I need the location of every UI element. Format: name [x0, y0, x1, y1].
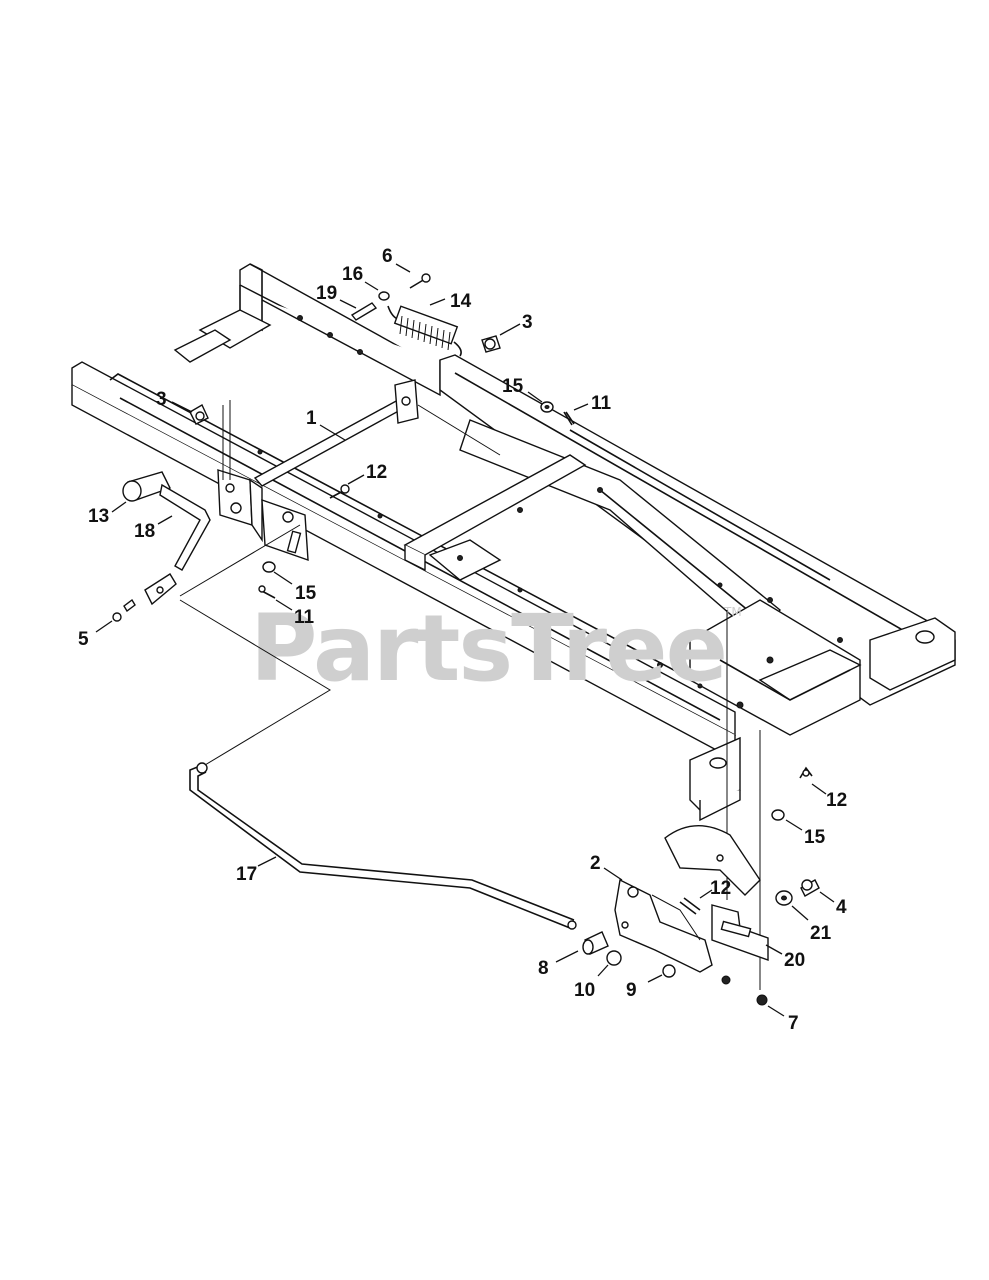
part-2-front-bracket	[614, 878, 713, 973]
callout-label: 18	[134, 521, 155, 542]
callout-11-upper[interactable]: 11	[573, 393, 612, 414]
callout-17[interactable]: 17	[236, 856, 277, 885]
callout-18[interactable]: 18	[134, 515, 173, 542]
callout-3-upper[interactable]: 3	[499, 312, 533, 336]
callout-label: 15	[295, 583, 317, 604]
callout-16[interactable]: 16	[342, 264, 379, 291]
callout-label: 12	[710, 878, 731, 899]
callout-label: 21	[810, 923, 832, 944]
callout-label: 20	[784, 950, 805, 971]
callout-label: 3	[156, 389, 167, 410]
part-9-nut	[662, 964, 676, 978]
callout-21[interactable]: 21	[791, 905, 832, 944]
callout-12-right[interactable]: 12	[811, 783, 847, 811]
watermark: PartsTree TM	[250, 595, 742, 702]
callout-label: 19	[316, 283, 337, 304]
part-3-bolt-left	[189, 404, 209, 425]
callout-label: 12	[366, 462, 387, 483]
callout-15-upper[interactable]: 15	[502, 376, 543, 403]
callout-label: 17	[236, 864, 257, 885]
callout-label: 7	[788, 1013, 799, 1034]
callout-label: 15	[502, 376, 524, 397]
part-10-nut	[606, 950, 622, 966]
callout-label: 15	[804, 827, 826, 848]
callout-label: 1	[306, 408, 317, 429]
callout-13[interactable]: 13	[88, 501, 127, 527]
callout-6[interactable]: 6	[382, 246, 411, 273]
callout-label: 4	[836, 897, 847, 918]
callout-label: 8	[538, 958, 549, 979]
callout-7[interactable]: 7	[767, 1005, 799, 1034]
callouts: 6 16 19 14 3 15 11 3	[78, 246, 847, 1034]
part-4-bolt	[800, 879, 820, 897]
callout-19[interactable]: 19	[316, 283, 357, 309]
part-7-nut	[721, 975, 768, 1006]
callout-label: 6	[382, 246, 393, 267]
part-12-clevis-upper	[329, 484, 350, 499]
callout-12-upper[interactable]: 12	[347, 462, 387, 485]
callout-label: 14	[450, 291, 472, 312]
callout-label: 10	[574, 980, 595, 1001]
callout-label: 11	[591, 393, 612, 414]
callout-2[interactable]: 2	[590, 853, 623, 881]
part-13-handle-grip	[122, 471, 171, 502]
part-15-washer-upper	[540, 401, 554, 413]
part-11-hairpin-left	[258, 585, 276, 599]
part-1-lift-shaft	[253, 379, 501, 487]
callout-5[interactable]: 5	[78, 620, 113, 650]
callout-8[interactable]: 8	[538, 950, 579, 979]
callout-11-left[interactable]: 11	[275, 599, 315, 628]
part-15-washer-left	[262, 561, 276, 573]
part-6-bolt	[409, 273, 431, 289]
parts	[112, 273, 820, 1006]
callout-20[interactable]: 20	[765, 944, 805, 971]
callout-3-left[interactable]: 3	[156, 389, 193, 413]
callout-label: 2	[590, 853, 601, 874]
part-16-bushing	[378, 291, 390, 301]
axle-support	[664, 825, 761, 896]
part-5-nut	[112, 598, 136, 622]
callout-label: 11	[294, 607, 315, 628]
part-17-lift-link	[189, 762, 577, 930]
watermark-trademark: TM	[723, 605, 742, 619]
watermark-text: PartsTree	[250, 595, 726, 702]
callout-1[interactable]: 1	[306, 408, 346, 441]
part-14-spring	[387, 305, 462, 357]
callout-label: 12	[826, 790, 847, 811]
callout-label: 13	[88, 506, 109, 527]
lift-bracket-plates	[217, 469, 309, 562]
callout-label: 3	[522, 312, 533, 333]
callout-15-right[interactable]: 15	[785, 819, 826, 848]
callout-label: 9	[626, 980, 637, 1001]
part-8-bushing	[582, 931, 609, 955]
callout-label: 16	[342, 264, 363, 285]
part-15-washer-right	[771, 809, 785, 821]
callout-14[interactable]: 14	[429, 291, 472, 312]
part-3-bolt-upper	[481, 335, 501, 353]
callout-12-middle[interactable]: 12	[699, 878, 731, 899]
part-11-hairpin-upper	[563, 411, 575, 426]
callout-9[interactable]: 9	[626, 974, 663, 1001]
callout-4[interactable]: 4	[819, 891, 847, 918]
part-12-clevis-middle	[679, 897, 701, 915]
part-20-bracket	[711, 904, 769, 961]
callout-15-left[interactable]: 15	[273, 571, 317, 604]
part-18-lift-lever	[144, 483, 211, 606]
callout-label: 5	[78, 629, 89, 650]
callout-10[interactable]: 10	[574, 964, 609, 1001]
part-19-pin	[350, 302, 378, 321]
frame-assembly	[71, 263, 956, 822]
part-21-washer	[775, 890, 793, 906]
part-12-clevis-right	[799, 766, 813, 779]
